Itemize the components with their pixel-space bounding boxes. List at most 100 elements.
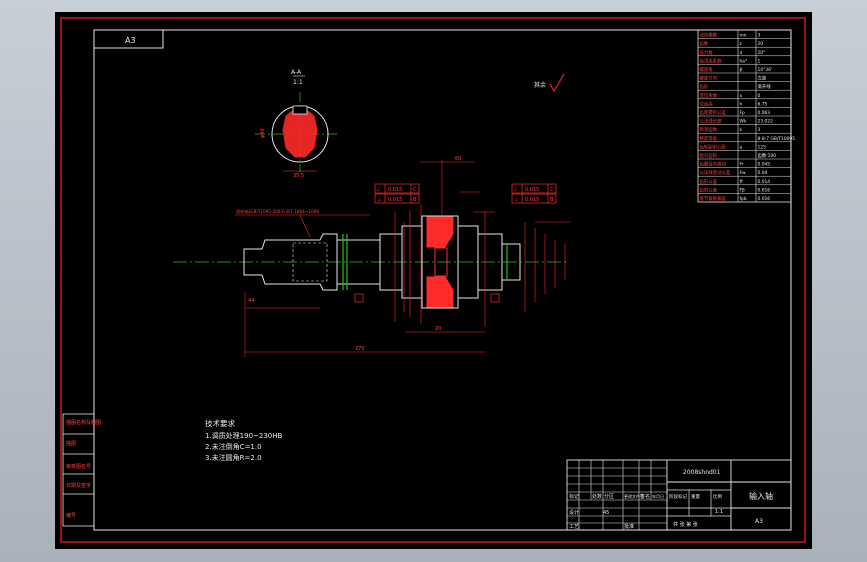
gear-table-cell: 0.045 xyxy=(758,162,771,168)
gear-table-cell: h xyxy=(740,101,743,107)
left-strip-item-3: 日期及签字 xyxy=(66,482,91,489)
gear-table-cell: 法向模数 xyxy=(700,32,718,39)
thread-note: 齿轮轴(GB/T1095-2003) 8/7 1064~1068 xyxy=(236,208,319,215)
gear-table-cell: 齿形公差 xyxy=(700,178,718,185)
roughness-mark: 其余 xyxy=(534,73,565,92)
tol-frame-1-sym: ⊥ xyxy=(377,197,381,203)
tb-header-sign: 签名 xyxy=(640,493,650,500)
gear-table-cell: 20° xyxy=(758,50,766,56)
notes-title: 技术要求 xyxy=(205,418,235,428)
gear-table-cell: Fp xyxy=(740,110,746,116)
drawing-number: 2008shnd01 xyxy=(683,469,721,476)
left-strip: 描图名称及制图 描图 审核图名号 日期及签字 编号 xyxy=(62,413,101,527)
gear-table-cell: 变位系数 xyxy=(700,92,718,99)
gear-table-cell: fpb xyxy=(740,196,747,202)
roughness-label: 其余 xyxy=(534,81,546,89)
gear-table-cell: mn xyxy=(740,34,747,39)
gear-table-cell: 8-8-7 GB/T10095 xyxy=(758,136,796,142)
gear-table-cell: 3 xyxy=(758,127,761,133)
gear-table-cell: z xyxy=(740,42,743,47)
svg-text:φ40: φ40 xyxy=(260,128,266,138)
tb-header-count: 处数 xyxy=(592,493,602,500)
gear-table-cell: Fβ xyxy=(740,187,746,193)
section-view: A-A 1:1 φ40 35.5 xyxy=(255,69,340,179)
gear-table-cell: 配对齿轮 xyxy=(700,152,718,159)
technical-notes: 技术要求 1.调质处理190~230HB 2.未注倒角C=1.0 3.未注圆角R… xyxy=(205,418,283,462)
tol-frame-2-val: 0.015 xyxy=(525,187,539,193)
dim-60: 60 xyxy=(455,156,461,162)
gear-table-cell: 齿数 100 xyxy=(758,152,777,159)
tol-frame-2-ref: C xyxy=(550,187,554,193)
tb-header-change: 更改文件号 xyxy=(624,493,644,499)
gear-table-cell: 14°36' xyxy=(758,67,773,73)
gear-table-cell: 0.014 xyxy=(758,179,771,185)
hub-width-dim: 20 xyxy=(435,326,441,332)
tolerance-frames: ⌰ 0.015 C ⊥ 0.015 B ⌰ 0.015 C ⊥ 0.01 xyxy=(374,183,557,204)
tb-stage-label: 阶段标记 xyxy=(669,493,687,500)
section-label: A-A xyxy=(291,69,302,76)
note-3: 3.未注圆角R=2.0 xyxy=(205,453,262,462)
tol-frame-3-val: 0.015 xyxy=(525,197,539,203)
gear-table-cell: 压力角 xyxy=(700,49,713,56)
tol-frame-0-ref: C xyxy=(413,187,417,193)
gear-table-cell: 6.75 xyxy=(758,101,768,107)
left-strip-item-2: 审核图名号 xyxy=(66,463,91,470)
sheet-code-top: A3 xyxy=(125,36,136,45)
tb-process: 工艺 xyxy=(569,524,579,530)
tol-frame-3-sym: ⊥ xyxy=(514,197,518,203)
sheet-code-box xyxy=(93,29,164,49)
gear-table-cell: 齿形 xyxy=(700,83,709,90)
drawing-sheet: A3 描图名称及制图 描图 审核图名号 日期及签字 编号 A-A 1:1 xyxy=(55,12,812,549)
gear-table-cell: 齿数 xyxy=(700,40,709,47)
tb-header-date: 年月日 xyxy=(652,493,664,499)
left-strip-item-1: 描图 xyxy=(66,440,76,447)
gear-table-cell: 渐开线 xyxy=(758,83,772,90)
inner-frame xyxy=(93,29,792,531)
tol-frame-2-sym: ⌰ xyxy=(514,187,518,193)
tol-frame-1-val: 0.015 xyxy=(388,197,402,203)
gear-table-cell: 20 xyxy=(758,41,764,47)
tol-frame-1-ref: B xyxy=(413,197,417,203)
gear-table-cell: α xyxy=(740,51,743,56)
gear-table-cell: 125 xyxy=(758,144,767,150)
tb-weight-label: 重量 xyxy=(691,493,700,500)
gear-table-cell: ff xyxy=(740,179,744,185)
gear-table-cell: 0.04 xyxy=(758,170,768,176)
gear-table-cell: 螺旋方向 xyxy=(700,75,718,82)
gear-table-cell: Fw xyxy=(740,170,747,176)
title-block: 标记 处数 分区 更改文件号 签名 年月日 设计 工艺 批准 45 2008sh… xyxy=(566,459,792,531)
gear-table-cell: 齿圈径向跳动 xyxy=(700,161,727,168)
left-strip-item-4: 编号 xyxy=(66,512,76,519)
gear-table-cell: 23.022 xyxy=(758,119,774,125)
gear-table-cell: 跨测齿数 xyxy=(700,126,718,133)
part-name: 输入轴 xyxy=(749,491,773,501)
tb-header-zone: 分区 xyxy=(604,493,614,500)
gear-table-cell: 0.063 xyxy=(758,110,771,116)
gear-table-cell: 0.016 xyxy=(758,196,771,202)
gear-table-cell: 0.016 xyxy=(758,187,771,193)
gear-table-cell: Wk xyxy=(740,119,747,125)
shaft-view: 270 44 20 60 齿轮轴(GB/T1095-2003) 8/7 1064… xyxy=(173,156,570,357)
sheet-size: A3 xyxy=(755,518,763,525)
gear-table-cell: k xyxy=(740,127,743,133)
left-strip-item-0: 描图名称及制图 xyxy=(66,419,101,426)
gear-table-cell: 齿向公差 xyxy=(700,186,718,193)
note-1: 1.调质处理190~230HB xyxy=(205,431,283,440)
gear-table-cell: a xyxy=(740,145,743,150)
gear-table-cell: Fr xyxy=(740,162,744,168)
gear-table-cell: 1 xyxy=(758,58,761,64)
gear-table-cell: β xyxy=(740,67,743,73)
gear-table-cell: 精度等级 xyxy=(700,135,718,142)
tol-frame-0-val: 0.015 xyxy=(388,187,402,193)
gear-table-cell: 齿距累积公差 xyxy=(700,109,727,116)
tb-sheets: 共 张 第 张 xyxy=(673,521,698,528)
left-length-dim: 44 xyxy=(248,298,254,304)
gear-table-cell: x xyxy=(740,94,743,99)
note-2: 2.未注倒角C=1.0 xyxy=(205,442,262,451)
tb-scale-label: 比例 xyxy=(713,493,722,500)
tb-material: 45 xyxy=(603,510,609,516)
overall-length-dim: 270 xyxy=(355,346,365,352)
gear-table-cell: 齿轮副中心距 xyxy=(700,143,727,150)
